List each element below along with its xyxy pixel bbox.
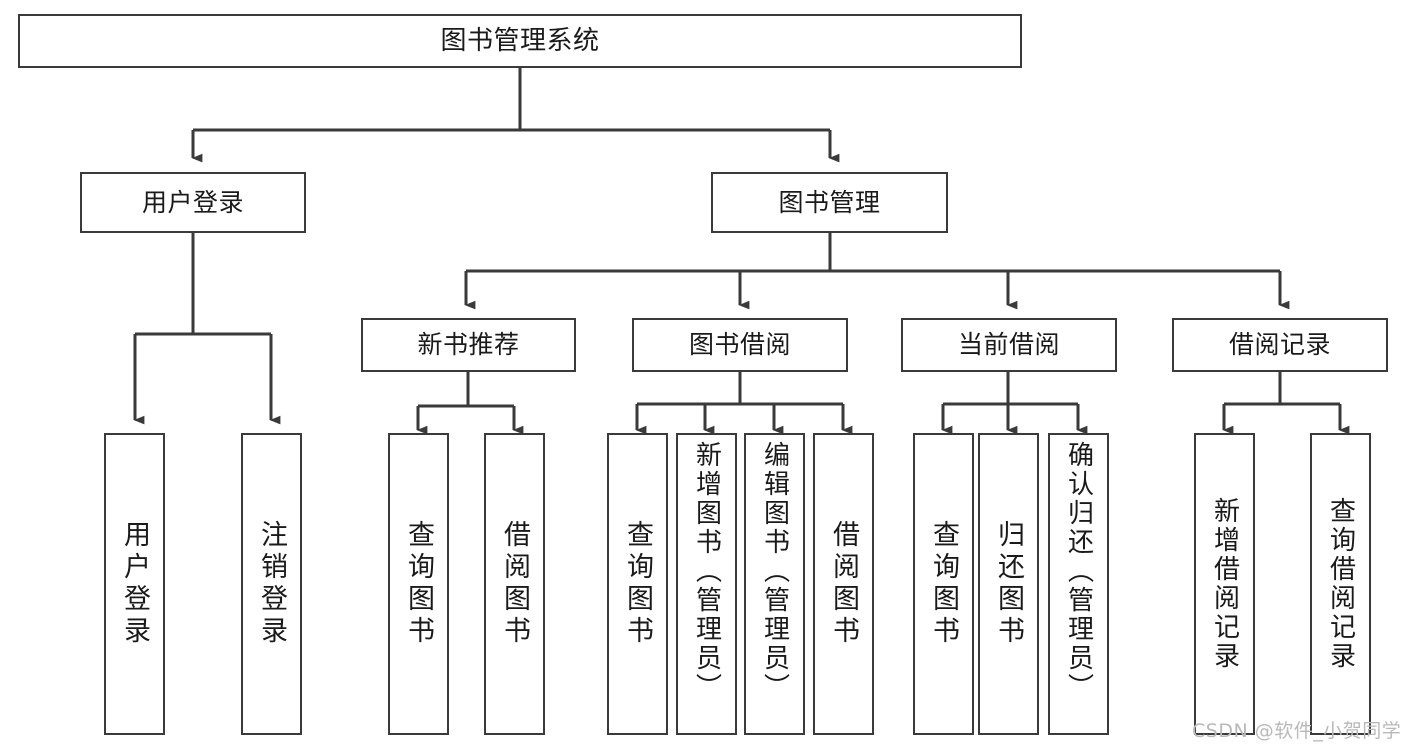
leaf-add-borrow-record[interactable]: 新增借阅记录 <box>1194 433 1255 735</box>
node-label: 归还图书 <box>993 520 1024 648</box>
node-book-management[interactable]: 图书管理 <box>711 172 948 233</box>
watermark-csdn: CSDN @软件_小贺同学 <box>1192 720 1402 742</box>
leaf-query-book-current[interactable]: 查询图书 <box>913 433 974 735</box>
node-label: 图书借阅 <box>688 330 791 360</box>
leaf-logout[interactable]: 注销登录 <box>241 433 302 735</box>
node-label: 借阅记录 <box>1228 330 1331 360</box>
node-label: 借阅图书 <box>499 520 530 648</box>
node-label: 编辑图书（管理员） <box>759 441 790 702</box>
node-label: 确认归还（管理员） <box>1063 441 1094 702</box>
leaf-return-book[interactable]: 归还图书 <box>978 433 1039 735</box>
node-current-borrow[interactable]: 当前借阅 <box>901 318 1117 372</box>
node-label: 查询借阅记录 <box>1325 497 1356 671</box>
node-label: 新增借阅记录 <box>1209 497 1240 671</box>
node-borrow-record[interactable]: 借阅记录 <box>1172 318 1388 372</box>
leaf-add-book-admin[interactable]: 新增图书（管理员） <box>676 433 737 735</box>
leaf-borrow-book-borrow[interactable]: 借阅图书 <box>813 433 874 735</box>
node-label: 查询图书 <box>622 520 653 648</box>
node-label: 图书管理 <box>778 187 881 217</box>
leaf-user-login[interactable]: 用户登录 <box>104 433 165 735</box>
node-root-book-management-system[interactable]: 图书管理系统 <box>18 14 1022 68</box>
leaf-edit-book-admin[interactable]: 编辑图书（管理员） <box>744 433 805 735</box>
node-label: 当前借阅 <box>957 330 1060 360</box>
leaf-query-borrow-record[interactable]: 查询借阅记录 <box>1310 433 1371 735</box>
leaf-query-book-recommend[interactable]: 查询图书 <box>388 433 449 735</box>
node-label: 借阅图书 <box>828 520 859 648</box>
leaf-borrow-book-recommend[interactable]: 借阅图书 <box>484 433 545 735</box>
node-label: 用户登录 <box>119 520 150 648</box>
node-label: 查询图书 <box>928 520 959 648</box>
node-label: 用户登录 <box>141 187 244 217</box>
leaf-query-book-borrow[interactable]: 查询图书 <box>607 433 668 735</box>
node-user-login[interactable]: 用户登录 <box>80 172 306 233</box>
node-label: 查询图书 <box>403 520 434 648</box>
node-label: 新增图书（管理员） <box>691 441 722 702</box>
node-book-borrow[interactable]: 图书借阅 <box>632 318 848 372</box>
node-label: 注销登录 <box>256 520 287 648</box>
node-label: 新书推荐 <box>417 330 520 360</box>
leaf-confirm-return-admin[interactable]: 确认归还（管理员） <box>1048 433 1109 735</box>
node-new-book-recommend[interactable]: 新书推荐 <box>361 318 576 372</box>
node-label: 图书管理系统 <box>440 25 600 56</box>
